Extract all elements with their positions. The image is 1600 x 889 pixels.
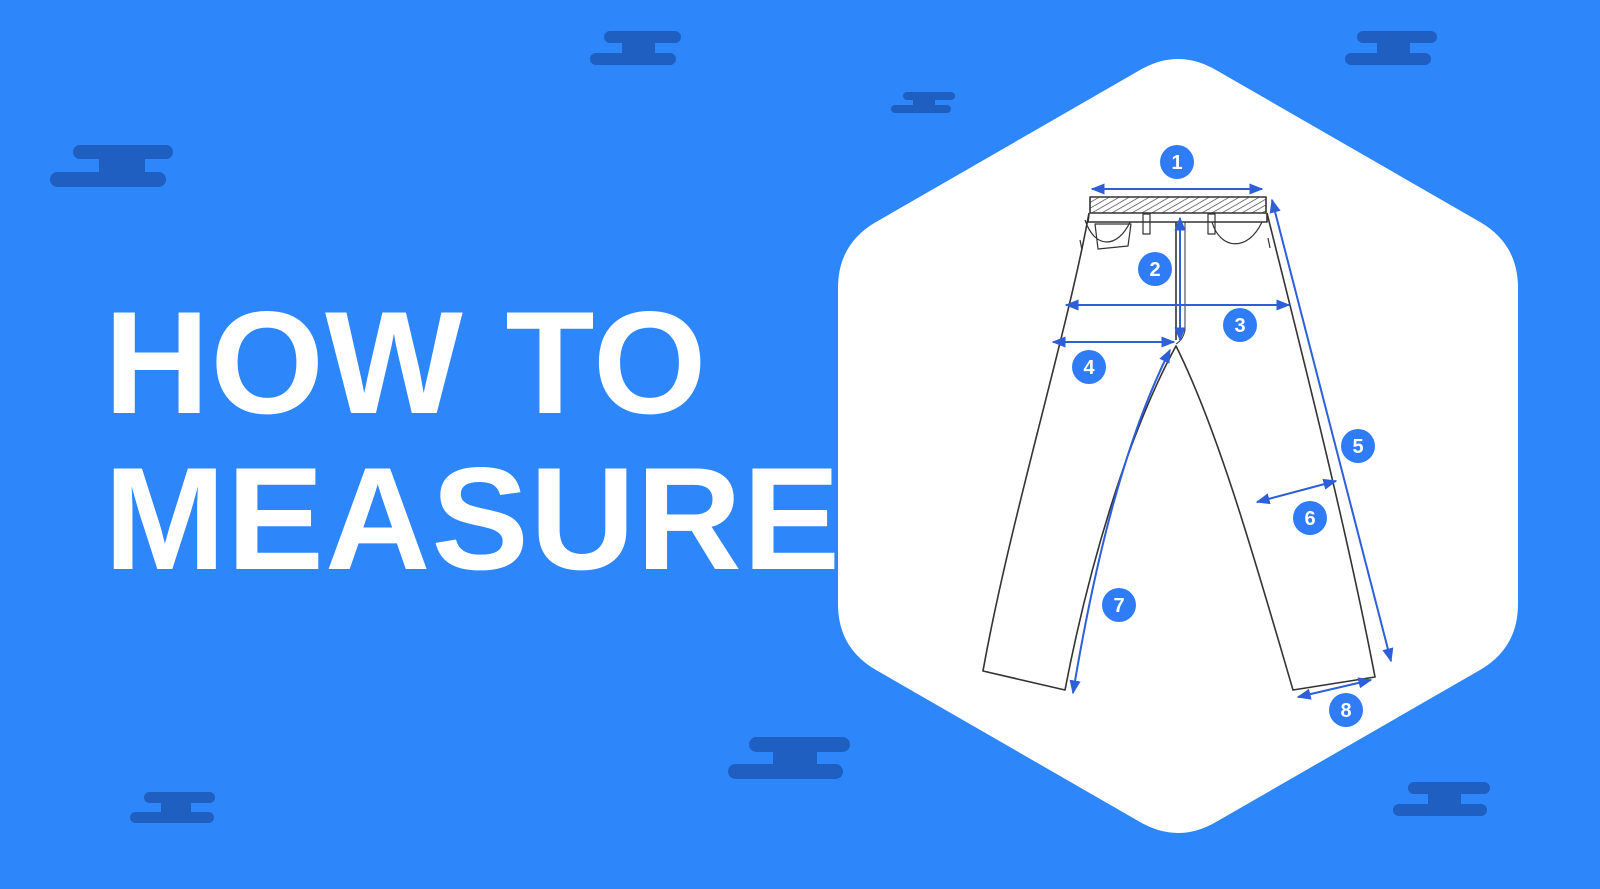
badge-4: 4 (1072, 350, 1106, 384)
headline-line-1: HOW TO (104, 281, 708, 444)
badge-1: 1 (1160, 145, 1194, 179)
badge-8: 8 (1329, 693, 1363, 727)
cloud-icon (590, 31, 681, 65)
cloud-icon (1345, 31, 1437, 65)
cloud-icon (50, 145, 173, 187)
badge-5-label: 5 (1352, 436, 1363, 458)
badge-4-label: 4 (1083, 357, 1095, 379)
badge-8-label: 8 (1340, 700, 1351, 722)
badge-3: 3 (1223, 308, 1257, 342)
badge-6: 6 (1293, 501, 1327, 535)
badge-6-label: 6 (1304, 508, 1315, 530)
badge-3-label: 3 (1234, 315, 1245, 337)
badge-7-label: 7 (1113, 595, 1124, 617)
badge-7: 7 (1102, 588, 1136, 622)
badge-5: 5 (1341, 429, 1375, 463)
badge-2: 2 (1138, 252, 1172, 286)
badge-1-label: 1 (1171, 152, 1182, 174)
badge-2-label: 2 (1149, 259, 1160, 281)
measure-lines (1051, 183, 1394, 700)
cloud-icon (1393, 782, 1490, 816)
cloud-icon (130, 792, 215, 823)
cloud-icon (891, 92, 955, 113)
cloud-icon (728, 737, 850, 779)
headline-line-2: MEASURE (104, 437, 842, 600)
